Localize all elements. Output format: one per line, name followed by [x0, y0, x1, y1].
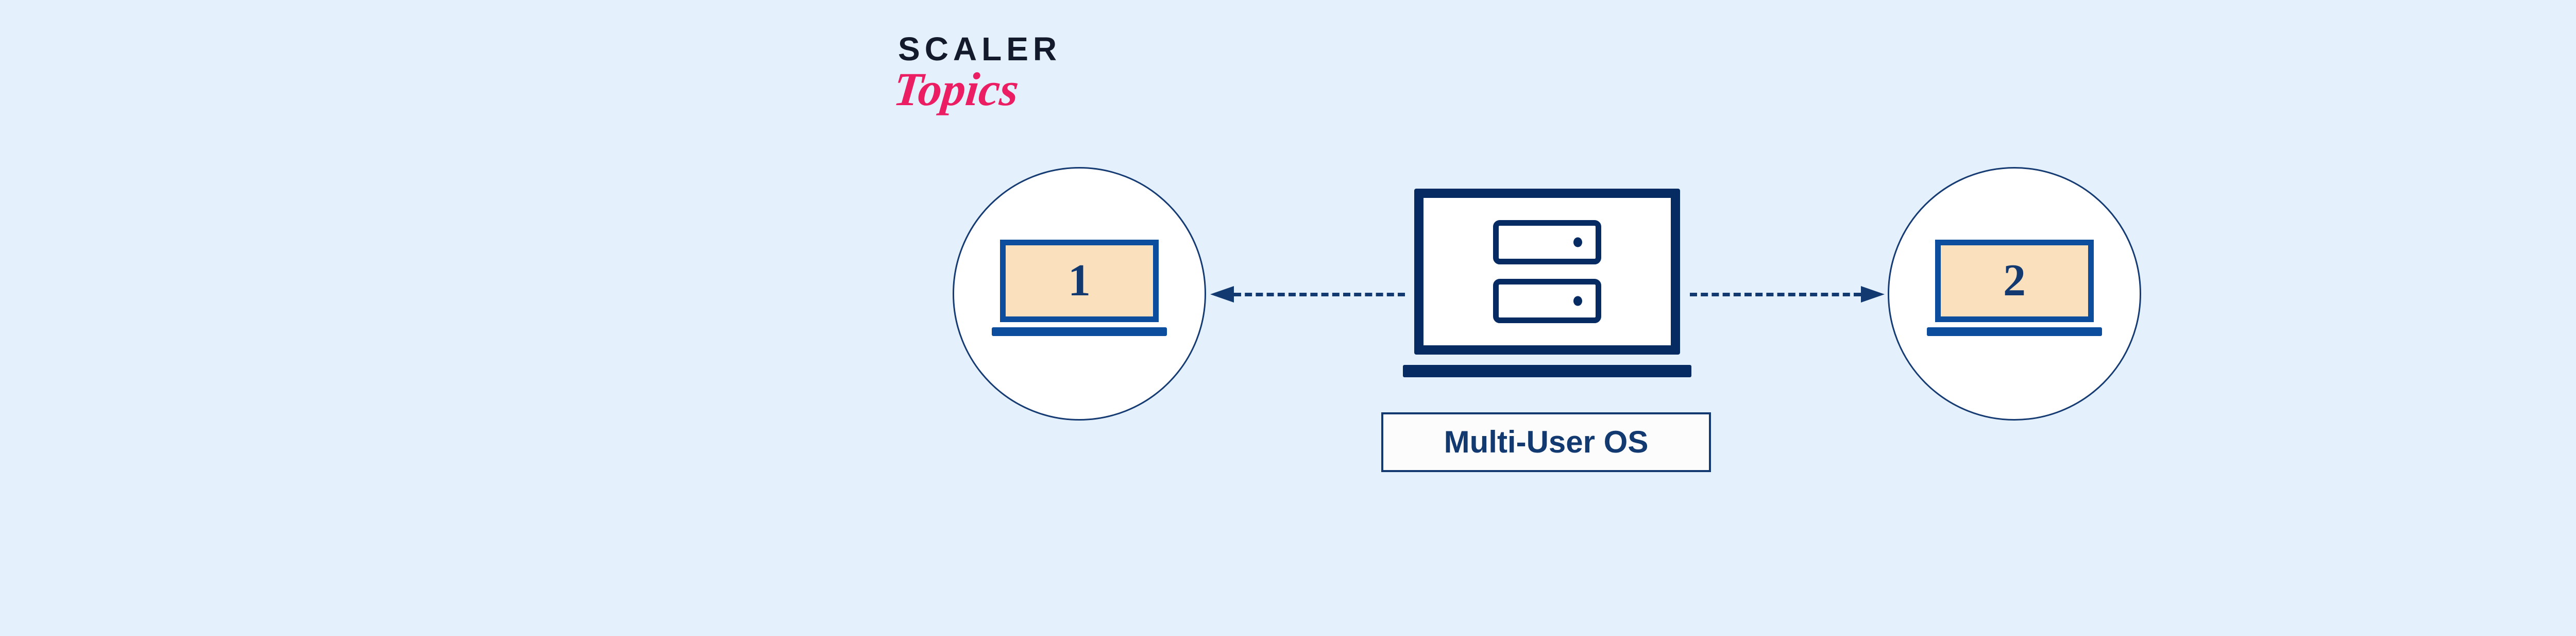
laptop-base-2	[1927, 327, 2102, 336]
laptop-base-1	[992, 327, 1167, 336]
server-led-icon-2	[1573, 296, 1582, 306]
logo-wordmark-scaler: SCALER	[898, 30, 1062, 68]
server-rack-icon	[1493, 220, 1601, 323]
connector-server-to-client-1	[1210, 286, 1405, 303]
server-machine	[1403, 189, 1691, 391]
dashed-line-left	[1234, 293, 1405, 296]
server-monitor-frame	[1414, 189, 1680, 355]
arrow-head-left-icon	[1210, 286, 1234, 303]
server-rack-unit-1	[1493, 220, 1601, 264]
server-led-icon-1	[1573, 237, 1582, 247]
os-label-text: Multi-User OS	[1444, 425, 1649, 459]
os-label-box: Multi-User OS	[1381, 412, 1711, 472]
laptop-icon-2: 2	[1927, 240, 2102, 348]
client-node-1: 1	[953, 167, 1206, 421]
server-base	[1403, 365, 1691, 377]
laptop-screen-1: 1	[1000, 240, 1159, 322]
client-node-2: 2	[1888, 167, 2141, 421]
laptop-screen-2: 2	[1935, 240, 2094, 322]
scaler-topics-logo: SCALER Topics	[891, 28, 1079, 139]
arrow-head-right-icon	[1861, 286, 1885, 303]
dashed-line-right	[1690, 293, 1861, 296]
server-rack-unit-2	[1493, 279, 1601, 323]
client-number-label-2: 2	[2003, 256, 2026, 306]
logo-script-topics: Topics	[891, 63, 1022, 115]
connector-server-to-client-2	[1690, 286, 1885, 303]
client-number-label-1: 1	[1068, 256, 1091, 306]
laptop-icon-1: 1	[992, 240, 1167, 348]
